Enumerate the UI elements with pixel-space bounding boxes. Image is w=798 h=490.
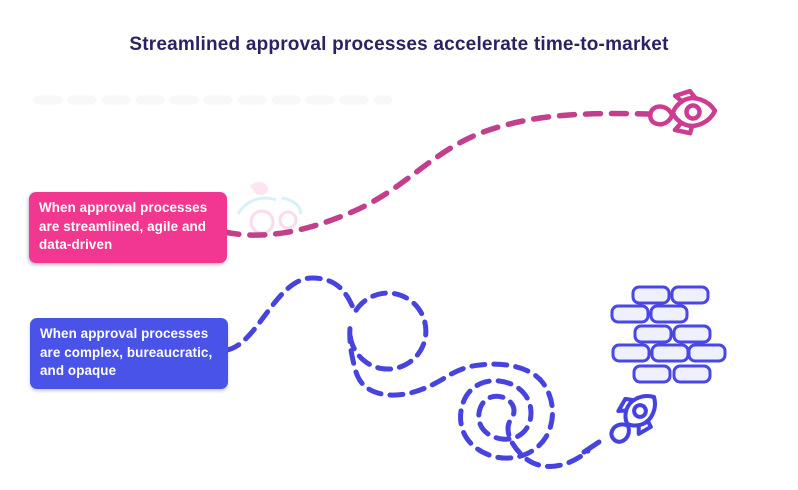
brick-wall-icon: [610, 285, 727, 384]
brick: [672, 324, 712, 344]
brick: [611, 343, 651, 363]
label-line: data-driven: [39, 237, 113, 252]
brick: [672, 364, 712, 384]
label-line: and opaque: [40, 363, 117, 378]
brick: [632, 364, 672, 384]
brick: [670, 285, 710, 305]
label-line: are complex, bureaucratic,: [40, 344, 213, 360]
brick: [649, 304, 689, 324]
streamlined-path: [221, 110, 651, 238]
label-streamlined: When approval processes are streamlined,…: [29, 192, 227, 263]
brick: [650, 343, 690, 363]
ghost-rocket-artifact: [236, 182, 302, 235]
brick: [687, 343, 727, 363]
label-complex: When approval processes are complex, bur…: [30, 318, 228, 389]
label-line: When approval processes: [40, 326, 209, 341]
slow-rocket-icon: [599, 384, 667, 452]
brick: [631, 285, 671, 305]
brick: [633, 324, 673, 344]
brick: [610, 304, 650, 324]
label-line: When approval processes: [39, 200, 208, 215]
page-title: Streamlined approval processes accelerat…: [129, 34, 669, 55]
rocket-trail-dash: [581, 439, 602, 455]
complex-path: [224, 275, 591, 469]
label-line: are streamlined, agile and: [39, 218, 207, 234]
fast-rocket-icon: [649, 90, 716, 135]
